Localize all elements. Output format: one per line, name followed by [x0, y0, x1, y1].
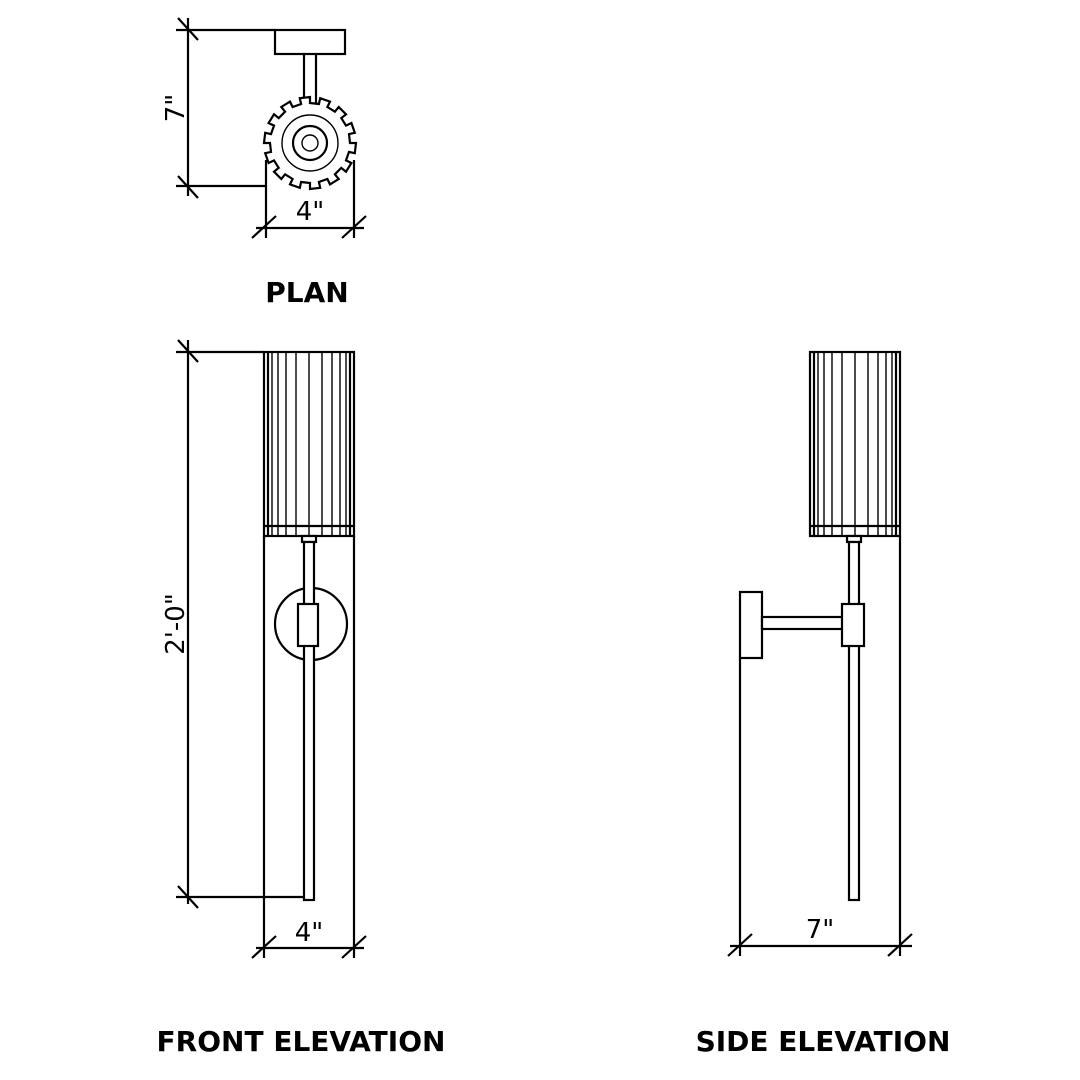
front-stem: [302, 540, 316, 902]
plan-view: 7" 4" PLAN: [161, 17, 367, 309]
side-collar: [840, 602, 866, 648]
plan-socket: [301, 134, 319, 152]
side-elevation-title: SIDE ELEVATION: [696, 1025, 951, 1058]
front-elevation-view: 2'-0" 4" FRONT ELEVATION: [157, 339, 446, 1058]
side-arm: [760, 615, 846, 631]
front-width-label: 4": [295, 918, 324, 948]
front-arm-block: [296, 602, 320, 648]
side-shade: [808, 350, 902, 538]
front-elevation-title: FRONT ELEVATION: [157, 1025, 446, 1058]
plan-shade-inner-ring: [281, 114, 339, 172]
plan-wall-plate: [273, 28, 347, 56]
plan-depth-dimension: [176, 17, 275, 199]
side-elevation-view: 7" SIDE ELEVATION: [696, 350, 951, 1058]
side-wall-plate: [738, 590, 764, 660]
front-height-dimension: [176, 339, 304, 909]
front-height-label: 2'-0": [161, 593, 191, 655]
plan-width-dimension: [251, 160, 367, 239]
plan-width-label: 4": [296, 197, 325, 227]
plan-socket-ring: [291, 124, 329, 162]
side-depth-label: 7": [806, 915, 835, 945]
side-stem: [847, 540, 861, 902]
plan-shade-outline: [262, 95, 358, 191]
plan-title: PLAN: [265, 276, 348, 309]
front-width-dimension: [251, 536, 367, 959]
side-depth-dimension: [727, 536, 913, 957]
front-shade: [262, 350, 356, 538]
plan-shade: [262, 95, 358, 191]
plan-depth-label: 7": [161, 94, 191, 123]
